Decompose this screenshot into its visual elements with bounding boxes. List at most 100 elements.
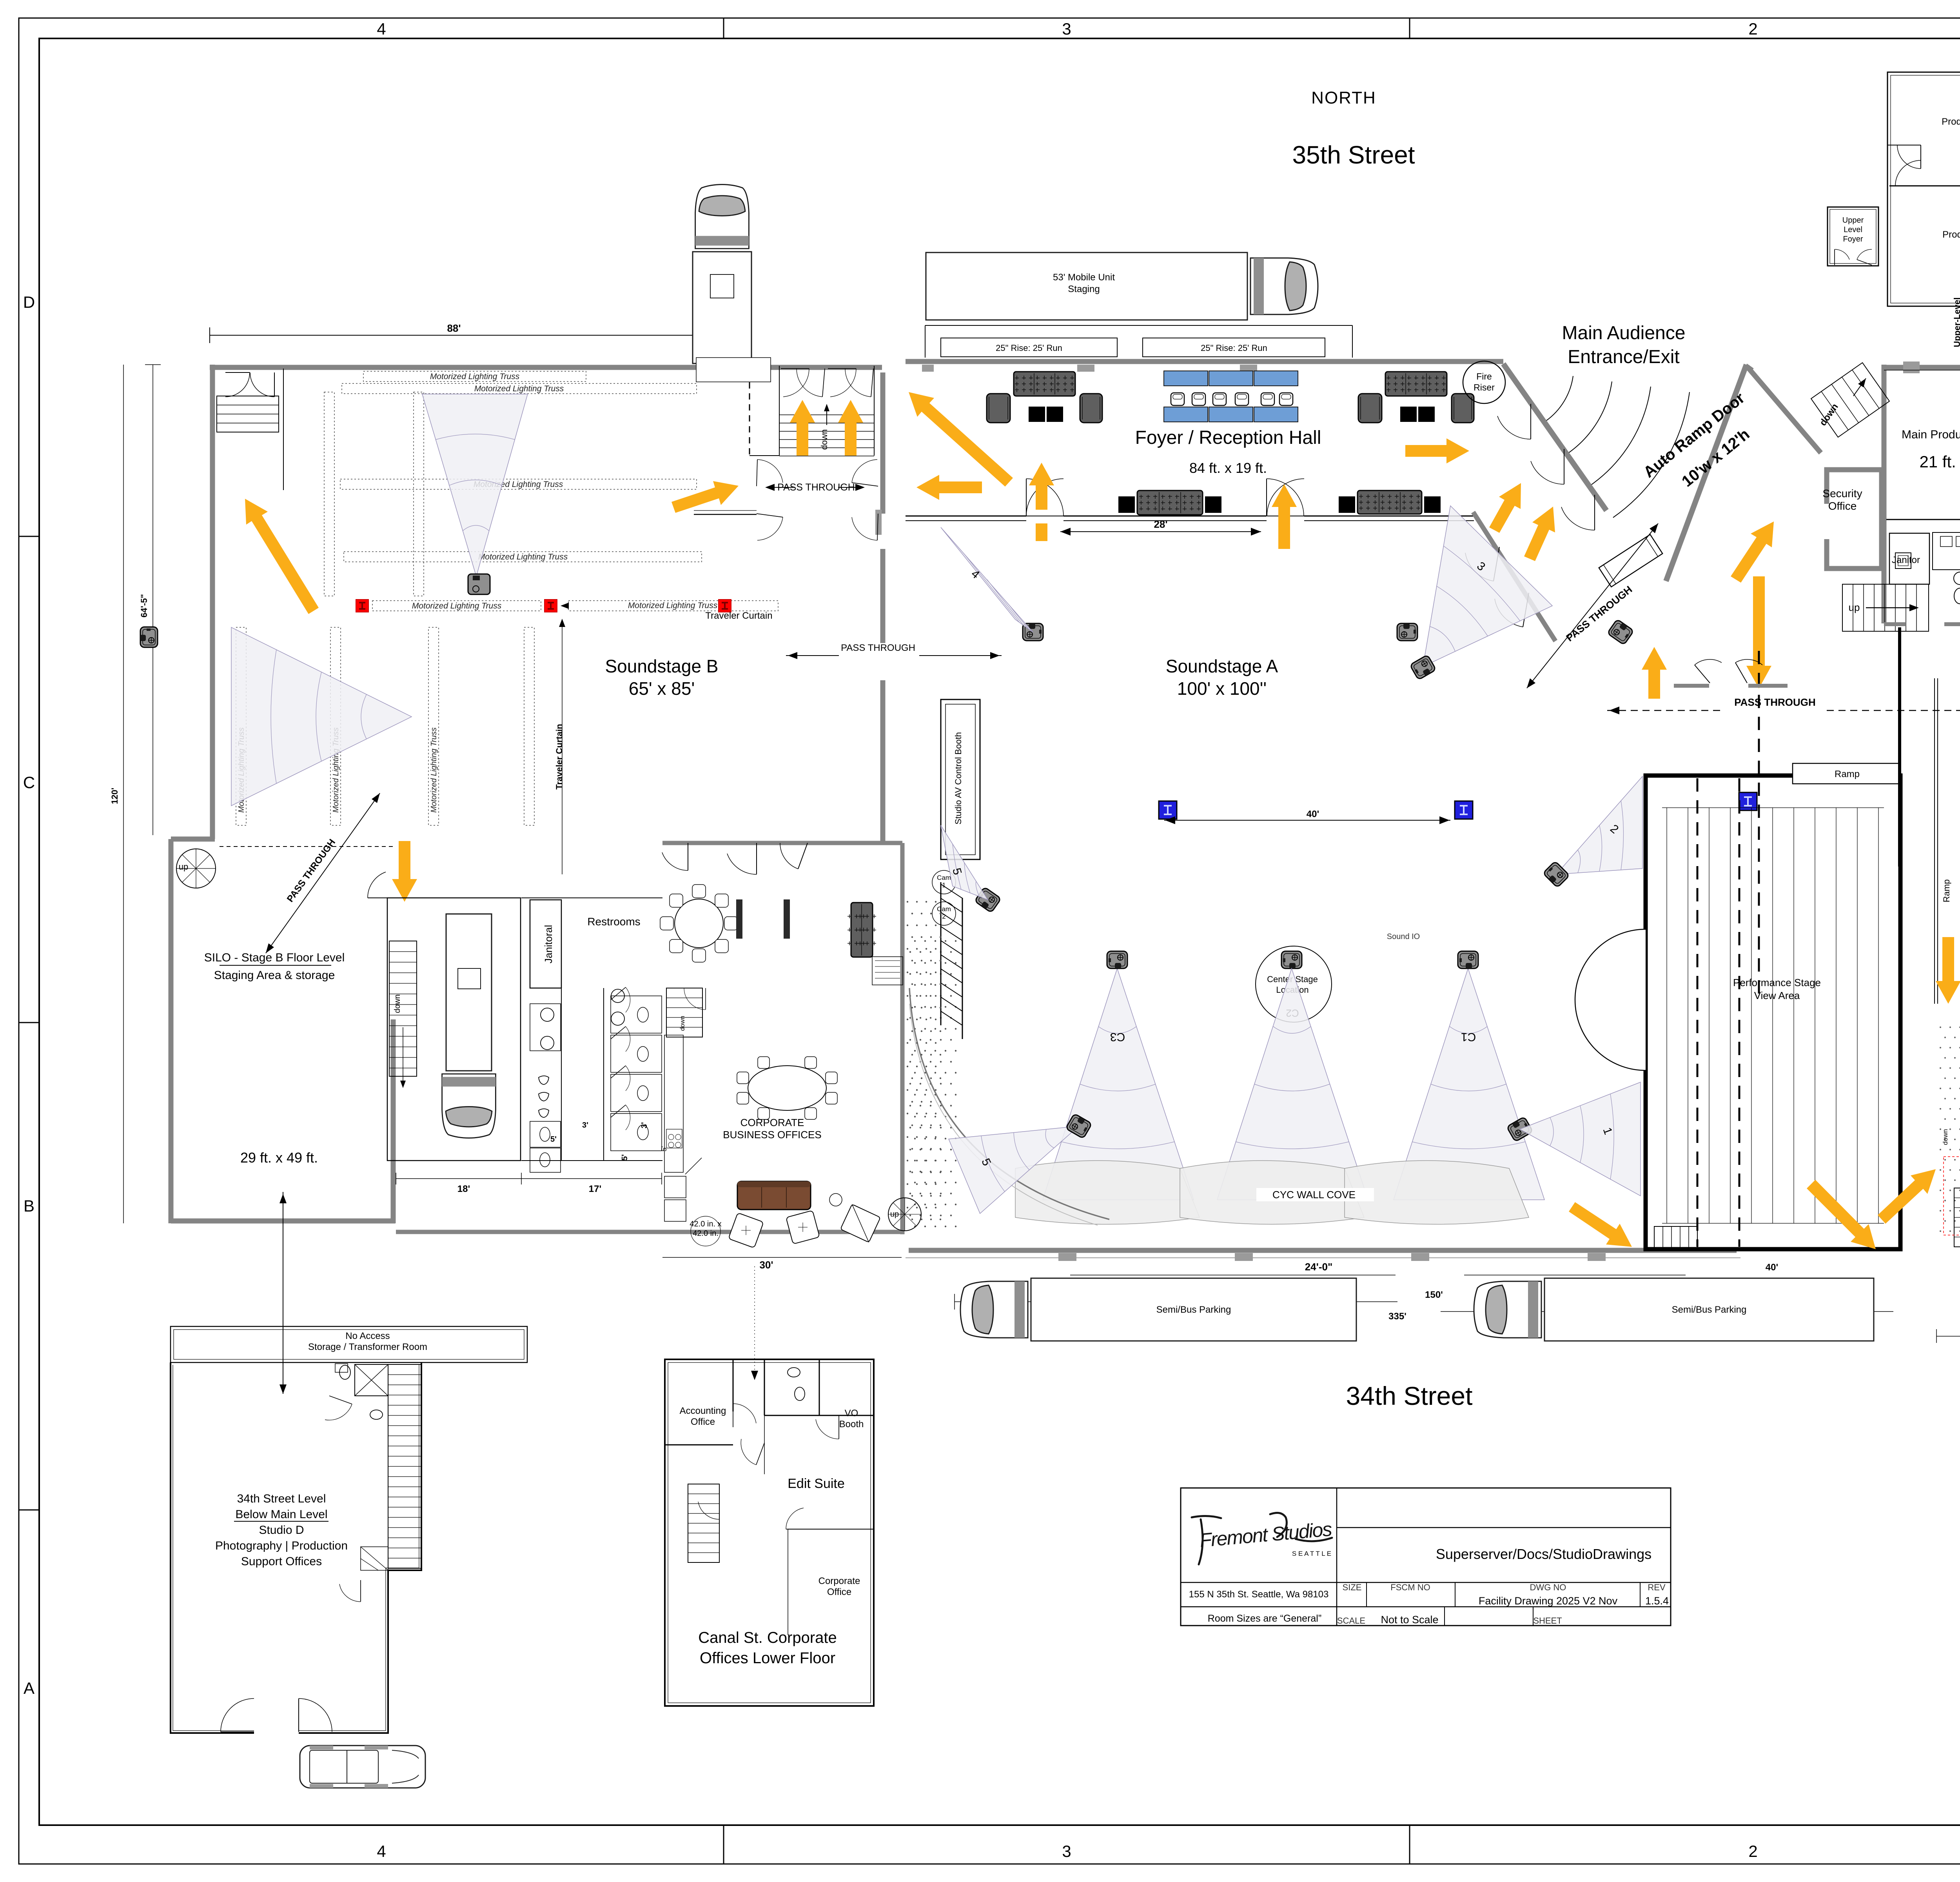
svg-text:155 N 35th St. Seattle, Wa 981: 155 N 35th St. Seattle, Wa 98103: [1189, 1589, 1329, 1600]
svg-text:5': 5': [621, 1154, 629, 1161]
svg-text:2: 2: [1748, 20, 1757, 38]
svg-text:D: D: [23, 293, 35, 311]
svg-text:up: up: [179, 862, 188, 872]
svg-text:34th Street Level: 34th Street Level: [237, 1492, 326, 1505]
svg-text:34th Street: 34th Street: [1346, 1381, 1473, 1410]
svg-text:up: up: [890, 1210, 899, 1219]
svg-text:17': 17': [589, 1184, 601, 1194]
svg-text:C: C: [23, 773, 35, 792]
svg-text:Superserver/Docs/StudioDrawing: Superserver/Docs/StudioDrawings: [1436, 1546, 1651, 1562]
svg-text:42.0 in.: 42.0 in.: [693, 1229, 719, 1238]
svg-text:4: 4: [377, 20, 386, 38]
svg-text:Storage / Transformer Room: Storage / Transformer Room: [308, 1342, 427, 1352]
svg-text:Foyer / Reception Hall: Foyer / Reception Hall: [1135, 427, 1321, 448]
svg-text:Janitor: Janitor: [1892, 555, 1920, 565]
svg-text:Offices Lower Floor: Offices Lower Floor: [700, 1649, 835, 1667]
svg-text:5': 5': [660, 1146, 668, 1151]
svg-text:Soundstage A: Soundstage A: [1166, 656, 1278, 676]
svg-text:Cam: Cam: [937, 874, 951, 881]
svg-text:SCALE: SCALE: [1337, 1616, 1365, 1626]
svg-text:120': 120': [110, 788, 120, 804]
svg-text:Not to Scale: Not to Scale: [1381, 1614, 1438, 1626]
svg-text:PASS THROUGH: PASS THROUGH: [841, 643, 915, 653]
svg-text:up: up: [1849, 601, 1860, 613]
svg-text:25" Rise: 25' Run: 25" Rise: 25' Run: [996, 343, 1062, 353]
svg-text:Sound IO: Sound IO: [1387, 932, 1420, 941]
svg-text:35th Street: 35th Street: [1292, 141, 1415, 169]
svg-text:down: down: [819, 429, 829, 450]
svg-text:Support Offices: Support Offices: [241, 1555, 322, 1568]
svg-text:SHEET: SHEET: [1533, 1616, 1562, 1626]
svg-text:40': 40': [1307, 809, 1319, 819]
svg-text:Motorized Lighting Truss: Motorized Lighting Truss: [412, 601, 502, 610]
svg-text:CYC WALL COVE: CYC WALL COVE: [1272, 1189, 1356, 1201]
svg-text:B: B: [24, 1197, 34, 1215]
svg-text:Performance Stage: Performance Stage: [1733, 977, 1821, 988]
svg-text:Office: Office: [827, 1587, 851, 1597]
svg-text:Office: Office: [1828, 500, 1857, 512]
svg-text:SILO - Stage B Floor Level: SILO - Stage B Floor Level: [204, 951, 345, 964]
svg-text:84 ft. x 19 ft.: 84 ft. x 19 ft.: [1189, 460, 1267, 476]
svg-text:40': 40': [1766, 1262, 1778, 1273]
svg-text:S E A T T L E: S E A T T L E: [1292, 1550, 1331, 1557]
svg-text:335': 335': [1388, 1311, 1406, 1322]
svg-text:down: down: [393, 994, 402, 1013]
svg-text:Booth: Booth: [839, 1419, 864, 1430]
svg-text:Motorized Lighting Truss: Motorized Lighting Truss: [430, 727, 438, 813]
svg-text:Edit Suite: Edit Suite: [788, 1476, 845, 1491]
svg-text:down: down: [1942, 1129, 1949, 1145]
svg-text:C1: C1: [1461, 1030, 1476, 1043]
svg-text:Traveler Curtain: Traveler Curtain: [554, 724, 564, 790]
svg-text:Motorized Lighting Truss: Motorized Lighting Truss: [478, 552, 568, 561]
svg-text:Production Office 3: Production Office 3: [1942, 116, 1960, 127]
svg-text:Soundstage B: Soundstage B: [605, 656, 718, 676]
svg-text:29 ft. x 49 ft.: 29 ft. x 49 ft.: [240, 1150, 318, 1166]
svg-text:Janitoral: Janitoral: [543, 925, 554, 963]
svg-text:Facility Drawing 2025 V2 Nov: Facility Drawing 2025 V2 Nov: [1479, 1595, 1618, 1607]
svg-text:NORTH: NORTH: [1311, 88, 1376, 107]
svg-text:DWG NO: DWG NO: [1530, 1582, 1566, 1592]
svg-text:Traveler Curtain: Traveler Curtain: [705, 610, 772, 621]
svg-text:Office: Office: [691, 1417, 715, 1427]
svg-text:100' x 100'': 100' x 100'': [1177, 678, 1267, 699]
svg-text:53' Mobile Unit: 53' Mobile Unit: [1053, 272, 1115, 283]
svg-text:Cam: Cam: [937, 905, 951, 913]
svg-text:5': 5': [550, 1135, 557, 1144]
svg-text:3: 3: [1062, 1842, 1071, 1860]
svg-text:CORPORATE: CORPORATE: [740, 1117, 804, 1128]
svg-text:42.0 in. x: 42.0 in. x: [690, 1220, 721, 1228]
svg-text:24'-0": 24'-0": [1305, 1261, 1333, 1273]
svg-text:Restrooms: Restrooms: [587, 916, 640, 928]
svg-text:2: 2: [942, 913, 946, 920]
svg-text:88': 88': [447, 322, 461, 334]
svg-text:Below Main Level: Below Main Level: [235, 1508, 327, 1521]
svg-text:Staging Area & storage: Staging Area & storage: [214, 969, 335, 982]
svg-text:3: 3: [1062, 20, 1071, 38]
svg-text:C3: C3: [1110, 1030, 1125, 1043]
svg-text:BUSINESS OFFICES: BUSINESS OFFICES: [723, 1129, 821, 1141]
svg-text:Level: Level: [1844, 225, 1862, 234]
svg-text:Semi/Bus Parking: Semi/Bus Parking: [1672, 1304, 1747, 1315]
svg-text:Studio D: Studio D: [259, 1524, 304, 1537]
svg-text:1: 1: [942, 881, 946, 889]
svg-text:PASS THROUGH: PASS THROUGH: [1734, 696, 1816, 708]
svg-text:Corporate: Corporate: [818, 1576, 860, 1586]
svg-text:Room Sizes are “General”: Room Sizes are “General”: [1208, 1613, 1321, 1624]
svg-text:Production Office 2: Production Office 2: [1942, 229, 1960, 240]
svg-text:3': 3': [582, 1121, 588, 1130]
svg-text:Fire: Fire: [1476, 371, 1492, 381]
svg-text:21 ft. x 25 ft.: 21 ft. x 25 ft.: [1919, 452, 1960, 471]
svg-text:Main Audience: Main Audience: [1562, 323, 1686, 343]
svg-text:64'-5": 64'-5": [139, 594, 149, 618]
svg-text:25" Rise: 25' Run: 25" Rise: 25' Run: [1201, 343, 1267, 353]
svg-text:Semi/Bus Parking: Semi/Bus Parking: [1156, 1304, 1231, 1315]
svg-text:No Access: No Access: [345, 1331, 390, 1341]
svg-text:150': 150': [1425, 1290, 1443, 1300]
svg-text:3': 3': [640, 1122, 649, 1128]
svg-text:18': 18': [457, 1184, 470, 1194]
svg-text:4: 4: [377, 1842, 386, 1860]
svg-text:Motorized Lighting Truss: Motorized Lighting Truss: [474, 384, 564, 393]
svg-text:Ramp: Ramp: [1835, 769, 1860, 779]
svg-text:A: A: [24, 1679, 34, 1697]
svg-text:Canal St. Corporate: Canal St. Corporate: [698, 1629, 837, 1646]
